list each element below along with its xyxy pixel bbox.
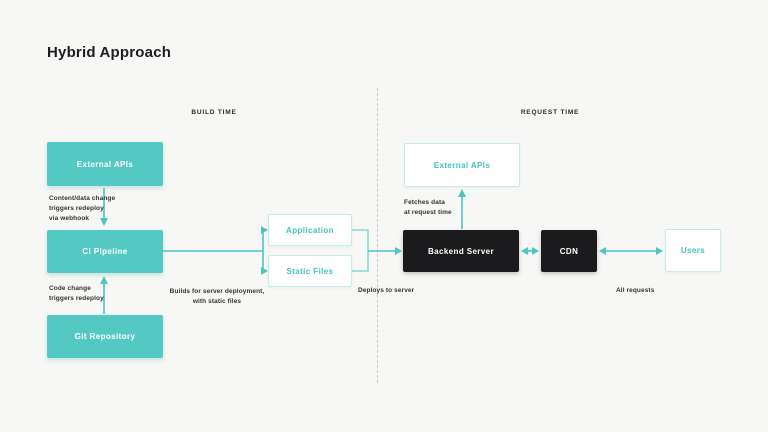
node-label: External APIs <box>433 160 491 170</box>
node-git-repository: Git Repository <box>47 315 163 358</box>
arrowhead-into-application <box>261 226 268 234</box>
arrowhead-cdn-right <box>532 247 539 255</box>
connector-ci-to-build-outputs <box>163 229 264 272</box>
node-backend-server: Backend Server <box>403 230 519 272</box>
arrowhead-cdn-left <box>599 247 606 255</box>
arrowhead-backend-left <box>521 247 528 255</box>
connector-build-outputs-merge <box>352 229 369 272</box>
node-users: Users <box>665 229 721 272</box>
node-label: Static Files <box>286 266 334 276</box>
annotation-code-change: Code change triggers redeploy <box>49 285 104 302</box>
node-application: Application <box>268 214 352 246</box>
page-title: Hybrid Approach <box>47 44 172 61</box>
arrowhead-into-backend <box>395 247 402 255</box>
node-external-apis-build: External APIs <box>47 142 163 186</box>
node-label: Users <box>680 246 706 255</box>
annotation-all-requests: All requests <box>616 287 655 294</box>
arrowhead-up-ci <box>100 276 108 284</box>
node-external-apis-request: External APIs <box>404 143 520 187</box>
node-label: CDN <box>559 246 579 256</box>
arrowhead-into-static-files <box>261 267 268 275</box>
node-label: Backend Server <box>427 246 495 256</box>
node-cdn: CDN <box>541 230 597 272</box>
arrowhead-users-right <box>656 247 663 255</box>
node-static-files: Static Files <box>268 255 352 287</box>
request-time-label: REQUEST TIME <box>520 109 580 116</box>
node-label: CI Pipeline <box>82 247 128 256</box>
build-request-divider-line <box>377 88 378 383</box>
node-label: Application <box>286 225 334 235</box>
annotation-builds: Builds for server deployment, with stati… <box>169 288 265 305</box>
node-ci-pipeline: CI Pipeline <box>47 230 163 273</box>
build-time-label: BUILD TIME <box>191 109 237 116</box>
arrowhead-up-external-apis <box>458 189 466 197</box>
node-label: External APIs <box>76 159 134 169</box>
annotation-deploys: Deploys to server <box>358 287 415 294</box>
annotation-webhook: Content/data change triggers redeploy vi… <box>49 195 116 222</box>
node-label: Git Repository <box>74 332 136 341</box>
annotation-fetches: Fetches data at request time <box>404 199 452 216</box>
